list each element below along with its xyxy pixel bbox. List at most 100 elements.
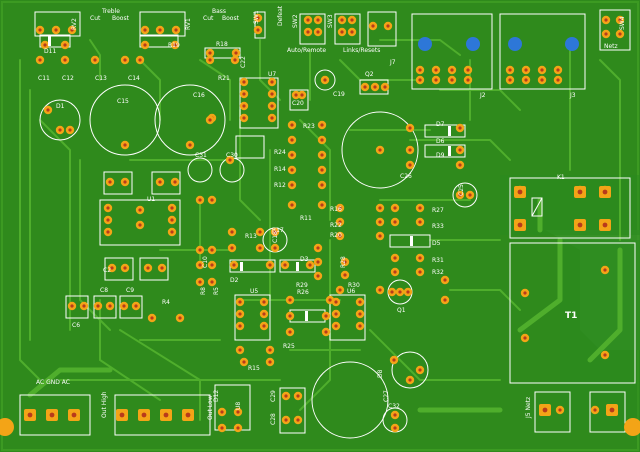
label-rv2: RV2 — [71, 18, 78, 30]
label-d5: D5 — [432, 240, 441, 247]
pad — [67, 301, 77, 311]
pad — [337, 15, 347, 25]
label-c32: C32 — [388, 403, 400, 410]
label-d12: D12 — [213, 390, 220, 402]
label-u7: U7 — [268, 71, 276, 78]
jack-holes — [418, 37, 579, 51]
pad-hole — [119, 412, 125, 418]
label-automode: Auto/Remote — [287, 47, 326, 54]
label-netz1: Netz — [604, 43, 618, 50]
label-j7: J7 — [389, 59, 396, 66]
pad — [255, 243, 265, 253]
label-r13: R13 — [245, 233, 257, 240]
label-r18: R18 — [216, 41, 228, 48]
pad — [227, 227, 237, 237]
pad — [285, 327, 295, 337]
label-r20: R20 — [330, 232, 342, 239]
diode-bands — [48, 36, 451, 321]
label-d3: D3 — [300, 256, 309, 263]
label-c9: C9 — [126, 287, 134, 294]
pad — [51, 25, 61, 35]
pad — [317, 135, 327, 145]
label-r8: R8 — [200, 287, 207, 295]
label-r16: R16 — [330, 206, 342, 213]
pad — [390, 423, 400, 433]
pad — [317, 165, 327, 175]
label-r28: R28 — [340, 256, 347, 268]
label-u1: U1 — [147, 196, 155, 203]
pad — [287, 180, 297, 190]
pad — [521, 75, 531, 85]
pad — [303, 27, 313, 37]
pad — [185, 140, 195, 150]
pad-hole — [71, 412, 77, 418]
pad — [287, 150, 297, 160]
pad — [590, 405, 600, 415]
label-r22: R22 — [330, 222, 342, 229]
label-c16: C16 — [193, 92, 205, 99]
pad — [120, 177, 130, 187]
pad — [389, 355, 399, 365]
pad — [155, 177, 165, 187]
pad — [403, 287, 413, 297]
pad — [390, 203, 400, 213]
label-d2: D2 — [230, 277, 239, 284]
label-c29: C29 — [270, 390, 277, 402]
pad — [287, 135, 297, 145]
pad — [205, 48, 215, 58]
pad — [60, 40, 70, 50]
pad — [455, 145, 465, 155]
pad — [331, 309, 341, 319]
label-r33: R33 — [432, 223, 444, 230]
label-d11: D11 — [44, 48, 56, 55]
pad — [455, 160, 465, 170]
label-outhigh: Out High — [101, 391, 108, 418]
label-c30: C30 — [226, 152, 238, 159]
pad — [65, 125, 75, 135]
pad — [79, 301, 89, 311]
pad — [195, 277, 205, 287]
label-r23: R23 — [303, 123, 315, 130]
pad — [355, 321, 365, 331]
pad — [303, 15, 313, 25]
pad — [313, 257, 323, 267]
pad — [103, 227, 113, 237]
pad — [35, 25, 45, 35]
pad — [239, 101, 249, 111]
pad — [383, 21, 393, 31]
pad — [340, 270, 350, 280]
pad — [155, 25, 165, 35]
pad — [55, 125, 65, 135]
pad — [455, 123, 465, 133]
pad — [415, 217, 425, 227]
label-c28: C28 — [270, 413, 277, 425]
pad — [600, 350, 610, 360]
pad — [267, 77, 277, 87]
pad — [615, 29, 625, 39]
pad — [103, 215, 113, 225]
pad — [233, 423, 243, 433]
pad — [317, 180, 327, 190]
pad-hole — [49, 412, 55, 418]
pad — [119, 301, 129, 311]
pad — [520, 333, 530, 343]
pad — [205, 55, 215, 65]
pad — [415, 253, 425, 263]
label-sw2: SW2 — [292, 14, 299, 28]
pad — [313, 243, 323, 253]
pad — [167, 215, 177, 225]
pad — [390, 217, 400, 227]
pad — [265, 357, 275, 367]
pad — [90, 55, 100, 65]
label-outlow: Out Low — [207, 395, 214, 420]
pad — [40, 40, 50, 50]
pad — [195, 245, 205, 255]
label-d6: D6 — [436, 138, 445, 145]
pad — [140, 25, 150, 35]
pad — [368, 21, 378, 31]
label-c8: C8 — [100, 287, 108, 294]
pad — [265, 260, 275, 270]
pad — [235, 309, 245, 319]
pad — [317, 200, 327, 210]
pad — [387, 287, 397, 297]
